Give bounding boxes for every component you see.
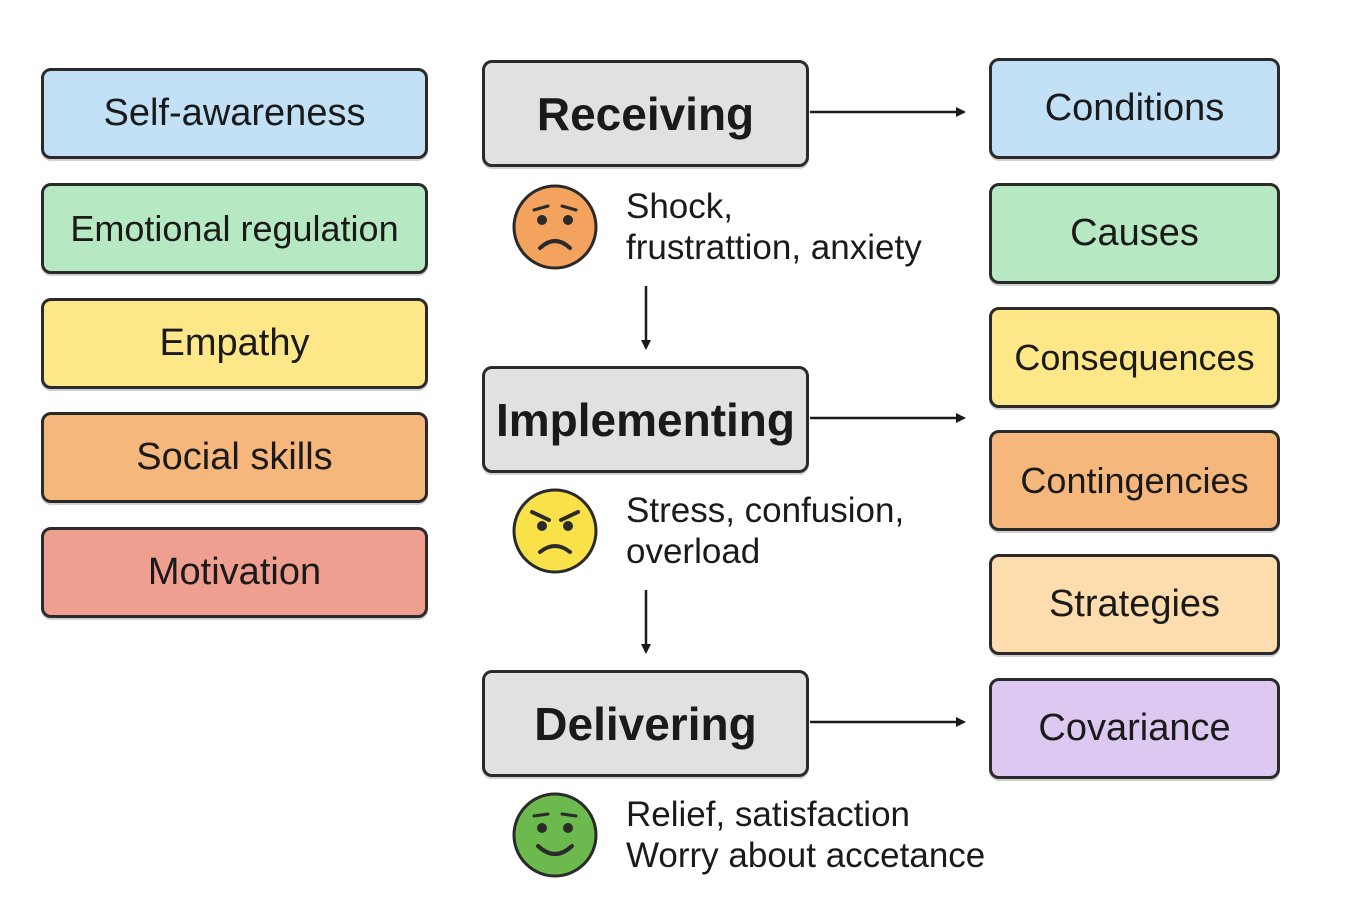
stage-receiving: Receiving (482, 60, 809, 167)
emotion-text-receiving: Shock, frustrattion, anxiety (626, 186, 922, 268)
factor-consequences: Consequences (989, 307, 1280, 408)
competency-social-skills: Social skills (41, 412, 428, 503)
smile-face-icon (512, 792, 598, 878)
competency-empathy: Empathy (41, 298, 428, 389)
stage-delivering: Delivering (482, 670, 809, 777)
factor-causes: Causes (989, 183, 1280, 284)
emotion-line: Stress, confusion, (626, 491, 905, 530)
competency-motivation: Motivation (41, 527, 428, 618)
emotion-line: overload (626, 532, 761, 571)
factor-strategies: Strategies (989, 554, 1280, 655)
factor-contingencies: Contingencies (989, 430, 1280, 531)
emotion-line: Shock, (626, 187, 733, 226)
angry-face-icon (512, 488, 598, 574)
emotion-text-delivering: Relief, satisfaction Worry about accetan… (626, 794, 985, 876)
competency-self-awareness: Self-awareness (41, 68, 428, 159)
stage-implementing: Implementing (482, 366, 809, 473)
emotion-line: Worry about accetance (626, 836, 986, 875)
factor-covariance: Covariance (989, 678, 1280, 779)
competency-emotional-regulation: Emotional regulation (41, 183, 428, 274)
factor-conditions: Conditions (989, 58, 1280, 159)
emotion-text-implementing: Stress, confusion, overload (626, 490, 904, 572)
emotion-line: Relief, satisfaction (626, 795, 911, 834)
emotion-line: frustrattion, anxiety (626, 228, 922, 267)
sad-face-icon (512, 184, 598, 270)
